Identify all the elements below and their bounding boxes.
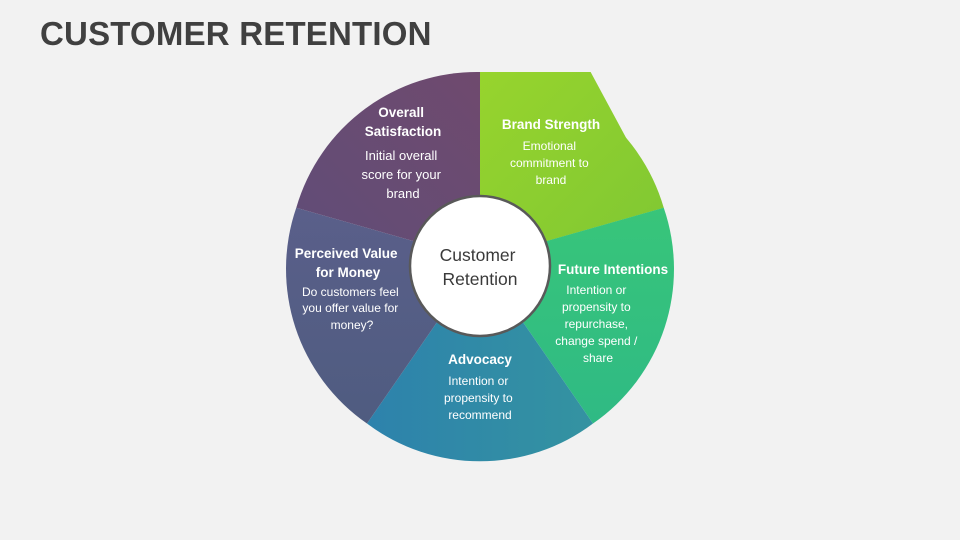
segment-title: Overall Satisfaction bbox=[365, 105, 442, 139]
center-circle bbox=[408, 194, 552, 338]
segment-title: Brand Strength bbox=[502, 117, 600, 132]
center-label: Customer Retention bbox=[440, 245, 521, 289]
segment-description: Do customers feel you offer value for mo… bbox=[302, 285, 402, 332]
segment-description: Emotional commitment to brand bbox=[510, 139, 592, 187]
segment-description: Initial overall score for your brand bbox=[361, 148, 444, 201]
segment-title: Advocacy bbox=[448, 352, 512, 367]
segment-description: Intention or propensity to recommend bbox=[444, 374, 516, 422]
segment-advocacy: Advocacy Intention or propensity to reco… bbox=[366, 260, 594, 462]
segment-title: Perceived Value for Money bbox=[295, 246, 402, 280]
segment-title: Future Intentions bbox=[558, 262, 668, 277]
segment-advocacy-wedge bbox=[366, 260, 594, 462]
segment-description: Intention or propensity to repurchase, c… bbox=[555, 283, 640, 365]
page-title: CUSTOMER RETENTION bbox=[40, 15, 432, 52]
center-hub: Customer Retention bbox=[408, 194, 552, 338]
